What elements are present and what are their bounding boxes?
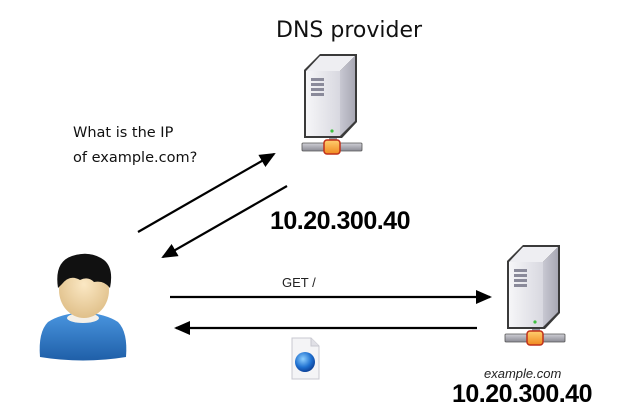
dns-response-ip: 10.20.300.40: [270, 207, 410, 235]
dns-provider-title: DNS provider: [276, 18, 423, 43]
web-server-hostname: example.com: [484, 366, 562, 381]
dns-query-arrow: [137, 153, 276, 233]
dns-response-arrow: [161, 185, 288, 258]
web-document-icon: [291, 337, 320, 380]
http-request-label: GET /: [282, 275, 316, 290]
dns-query-line-1: What is the IP: [73, 125, 174, 141]
web-server-ip: 10.20.300.40: [452, 380, 592, 408]
dns-query-label: What is the IP of example.com?: [73, 121, 197, 171]
dns-query-line-2: of example.com?: [73, 150, 198, 166]
user-icon: [39, 253, 127, 361]
dns-server-icon: [301, 54, 363, 155]
web-server-icon: [504, 245, 566, 346]
